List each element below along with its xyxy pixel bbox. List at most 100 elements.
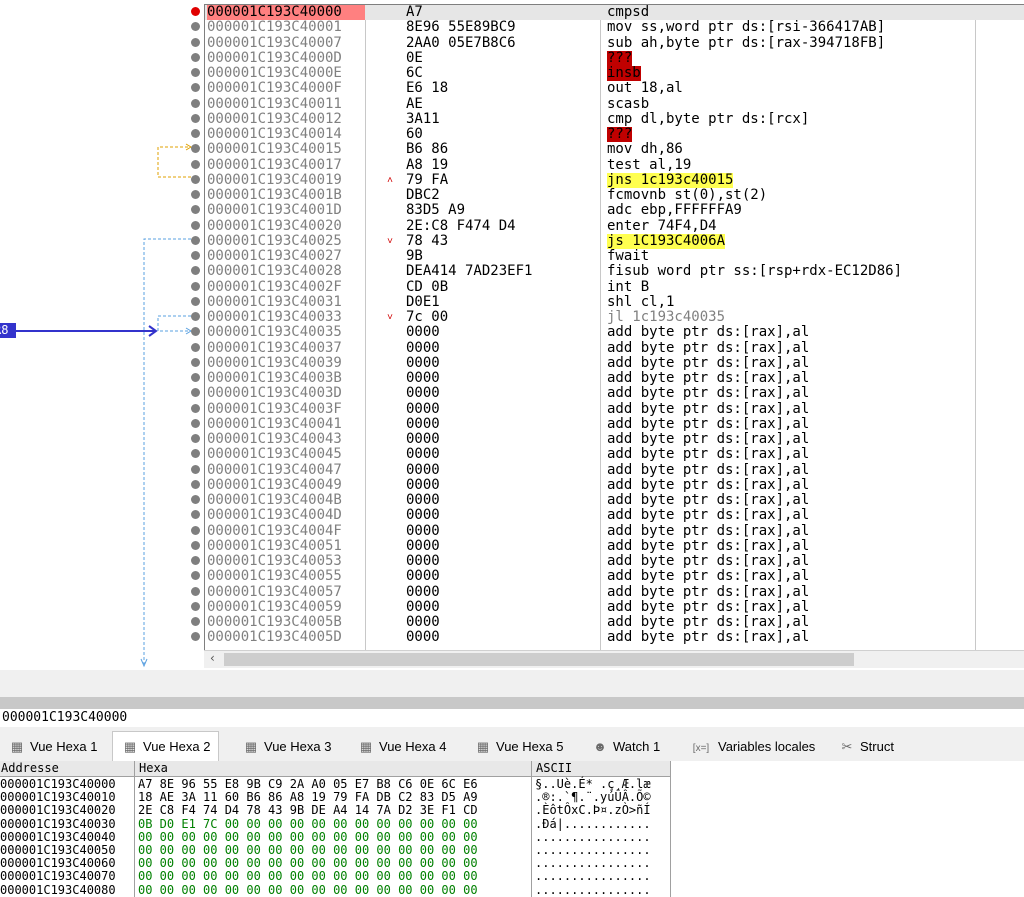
horizontal-scrollbar[interactable]: ‹ [204, 650, 1024, 668]
breakpoint-slot[interactable] [191, 525, 200, 535]
breakpoint-slot[interactable] [191, 174, 200, 184]
breakpoint-slot[interactable] [191, 296, 200, 306]
breakpoint-slot[interactable] [191, 190, 200, 199]
scroll-left-icon[interactable]: ‹ [210, 651, 215, 665]
breakpoint-slot[interactable] [191, 129, 200, 138]
breakpoint-slot[interactable] [191, 449, 200, 459]
breakpoint-slot[interactable] [191, 434, 200, 443]
tab-struct[interactable]: ✂Struct [830, 733, 902, 760]
breakpoint-slot[interactable] [191, 342, 200, 352]
breakpoint-slot[interactable] [191, 52, 200, 62]
breakpoint-slot[interactable] [191, 571, 200, 581]
breakpoint-slot[interactable] [191, 495, 200, 504]
breakpoint-slot[interactable] [191, 22, 200, 32]
breakpoint-slot[interactable] [191, 632, 200, 642]
tab-vue-hexa-4[interactable]: ▦Vue Hexa 4 [349, 733, 454, 760]
breakpoint-slot[interactable] [191, 312, 200, 321]
breakpoint-slot[interactable] [191, 281, 200, 291]
breakpoint-slot[interactable] [191, 479, 200, 489]
breakpoint-slot[interactable] [191, 586, 200, 596]
breakpoint-slot[interactable] [191, 464, 200, 474]
col-address[interactable]: Addresse [1, 761, 59, 775]
tab-vue-hexa-5[interactable]: ▦Vue Hexa 5 [466, 733, 571, 760]
scrollbar-thumb[interactable] [224, 653, 854, 666]
breakpoint-slot[interactable] [191, 510, 200, 520]
breakpoint-slot[interactable] [191, 83, 200, 93]
pane-separator[interactable] [0, 697, 1024, 709]
breakpoint-slot[interactable] [191, 235, 200, 245]
breakpoint-slot[interactable] [191, 98, 200, 108]
breakpoint-slot[interactable] [191, 113, 200, 123]
breakpoint-slot[interactable] [191, 556, 200, 565]
breakpoint-slot[interactable] [191, 37, 200, 47]
breakpoint-slot[interactable] [191, 373, 200, 382]
breakpoint-slot[interactable] [191, 220, 200, 230]
tab-vue-hexa-1[interactable]: ▦Vue Hexa 1 [0, 733, 105, 760]
tab-watch-1[interactable]: ☻Watch 1 [583, 733, 668, 760]
tab-vue-hexa-2[interactable]: ▦Vue Hexa 2 [112, 731, 220, 762]
breakpoint-slot[interactable] [191, 601, 200, 611]
breakpoint-slot[interactable] [191, 251, 200, 260]
tab-variables-locales[interactable]: [x=]Variables locales [680, 733, 823, 760]
breakpoint-slot[interactable] [191, 357, 200, 367]
breakpoint-slot[interactable] [191, 418, 200, 428]
breakpoint-slot[interactable] [191, 617, 200, 626]
breakpoint-icon[interactable] [191, 7, 200, 16]
breakpoint-slot[interactable] [191, 68, 200, 77]
breakpoint-slot[interactable] [191, 388, 200, 398]
breakpoint-slot[interactable] [191, 205, 200, 215]
breakpoint-slot[interactable] [191, 266, 200, 276]
breakpoint-slot[interactable] [191, 403, 200, 413]
col-hex[interactable]: Hexa [139, 761, 168, 775]
breakpoint-slot[interactable] [191, 540, 200, 550]
breakpoint-slot[interactable] [191, 327, 200, 337]
col-ascii[interactable]: ASCII [536, 761, 573, 775]
breakpoint-slot[interactable] [191, 144, 200, 154]
tab-vue-hexa-3[interactable]: ▦Vue Hexa 3 [234, 733, 339, 760]
breakpoint-slot[interactable] [191, 159, 200, 169]
